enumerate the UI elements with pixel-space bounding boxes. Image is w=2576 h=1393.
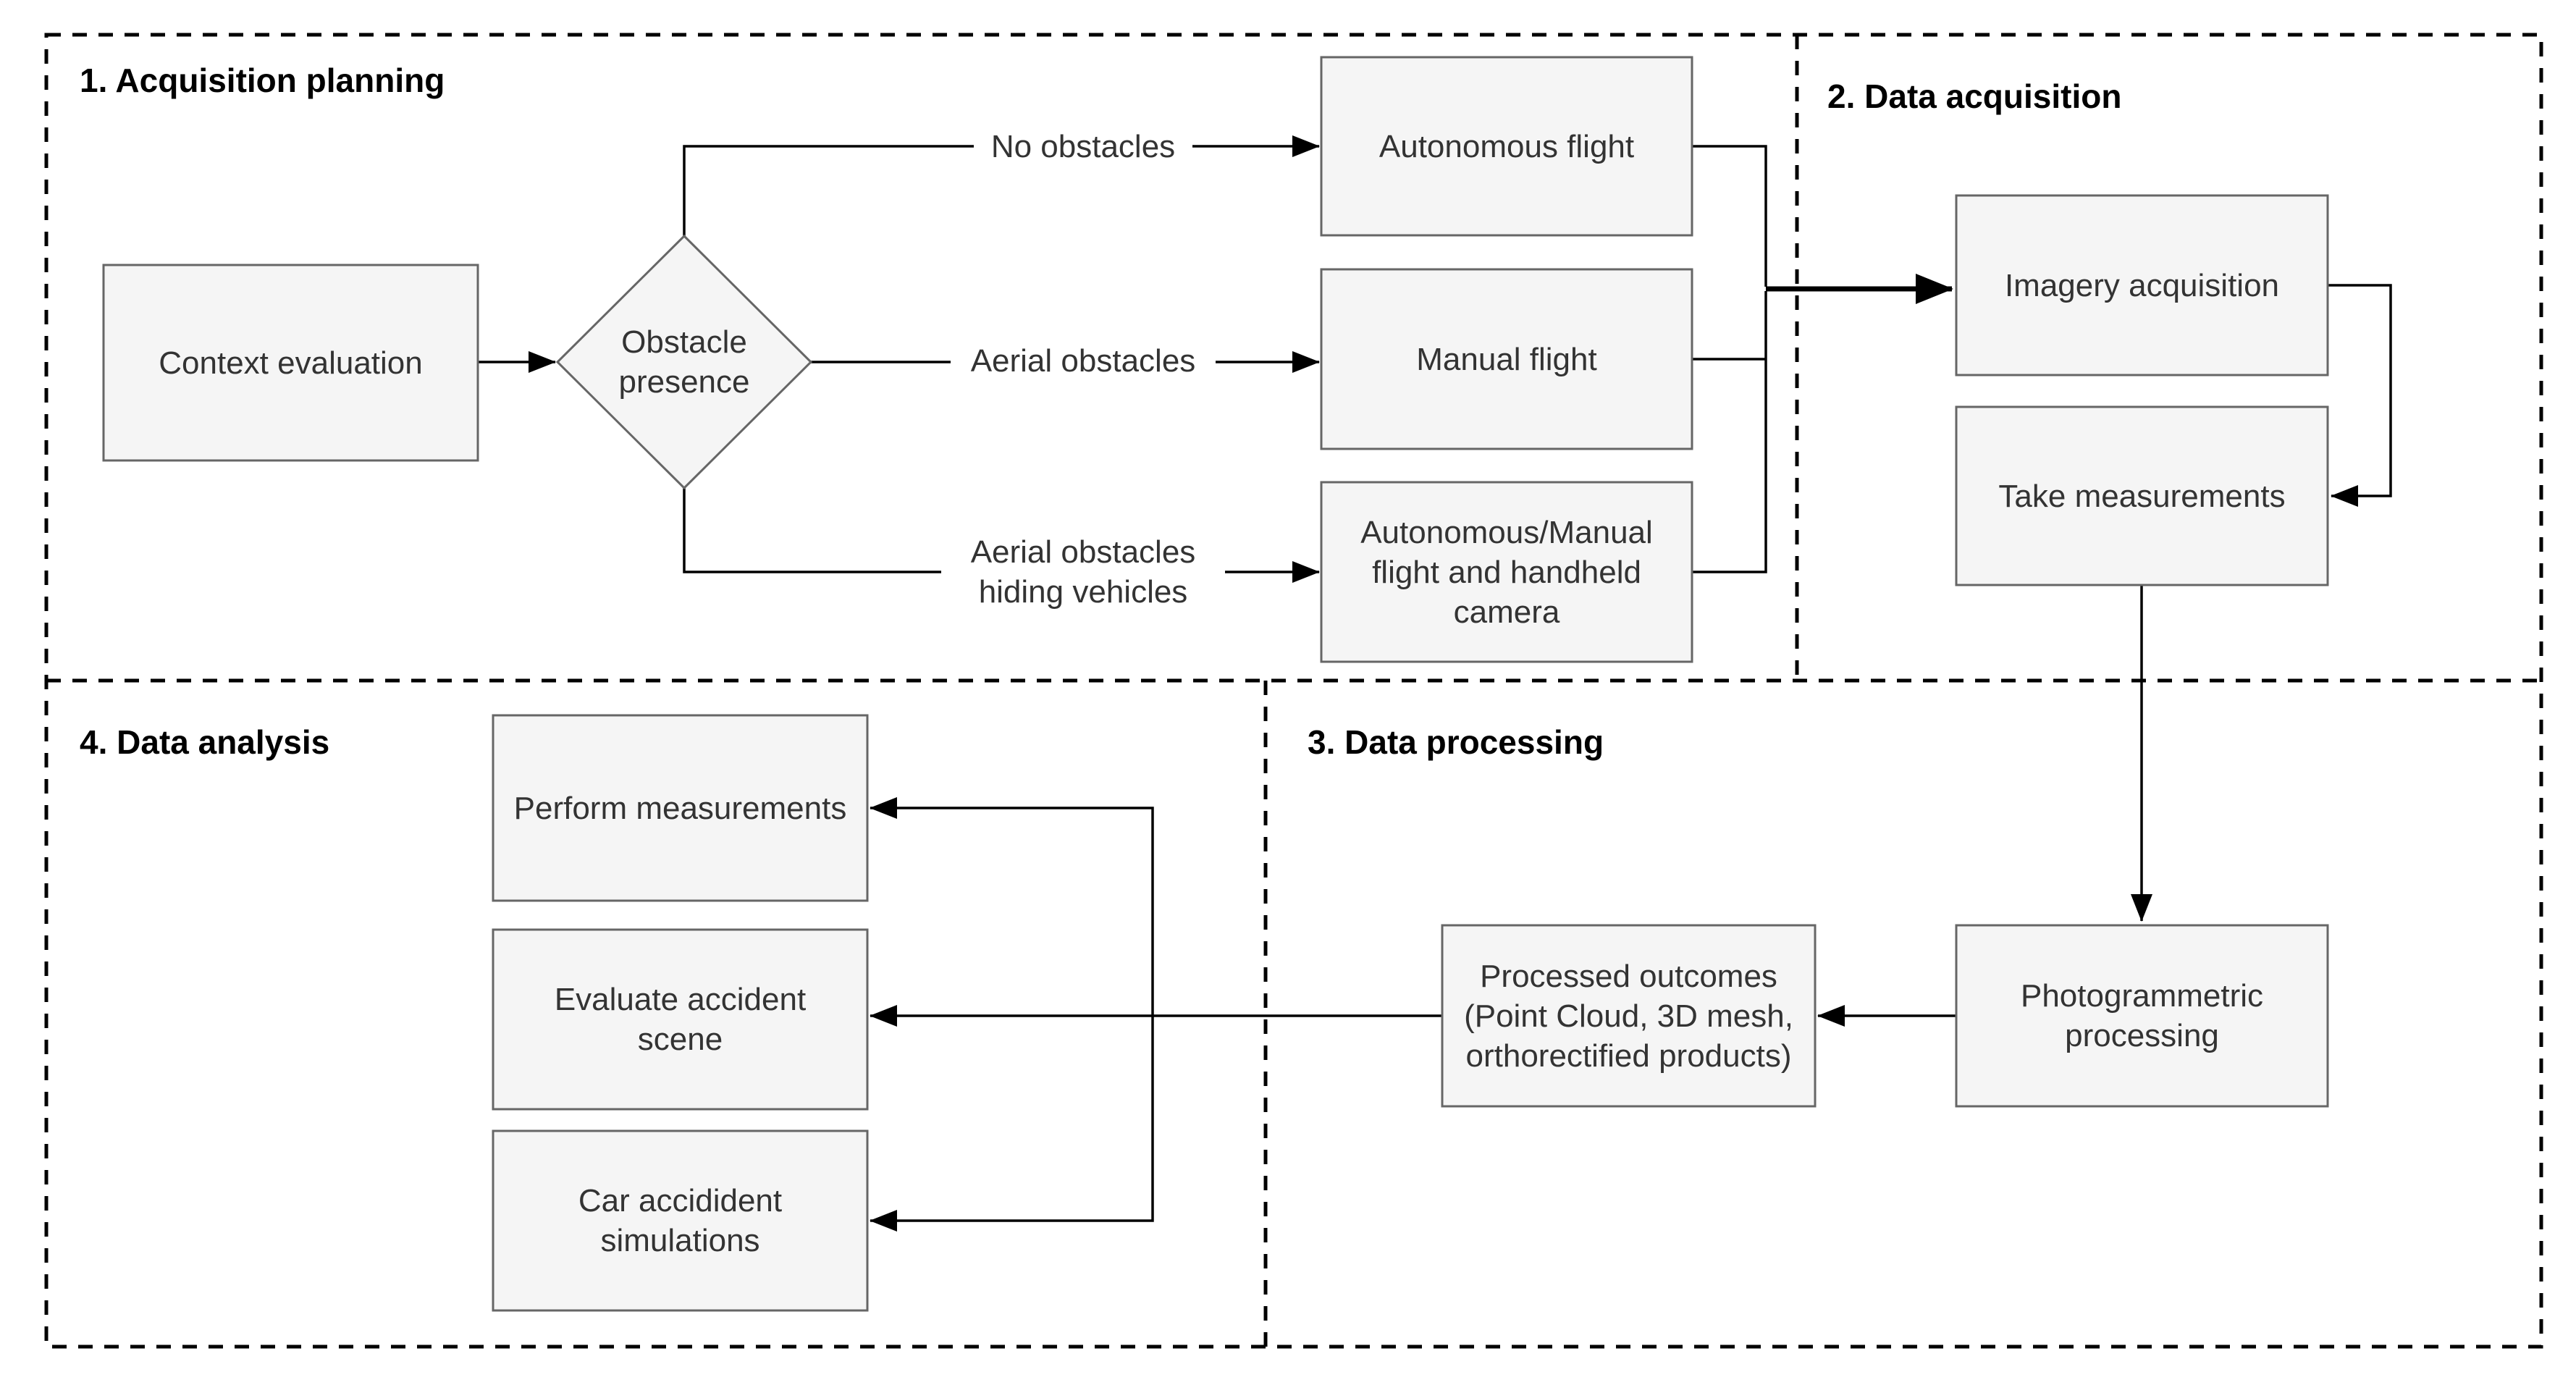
node-photogrammetric-processing-shape bbox=[1955, 924, 2329, 1108]
edge-outcomes-to-perform bbox=[870, 797, 1154, 1016]
edge-autonomous-manual-merge bbox=[1692, 291, 1767, 573]
frame-label-data-analysis: 4. Data analysis bbox=[80, 723, 330, 761]
edge-label-aerial-obstacles-hiding-vehicles: Aerial obstacles hiding vehicles bbox=[941, 526, 1225, 618]
node-label-processed-outcomes: Processed outcomes (Point Cloud, 3D mesh… bbox=[1464, 958, 1793, 1074]
node-imagery-acquisition-shape bbox=[1955, 194, 2329, 376]
frame-label-data-processing: 3. Data processing bbox=[1308, 723, 1604, 761]
node-label-take-measurements: Take measurements bbox=[1998, 478, 2286, 514]
node-car-accident-simulations-shape bbox=[492, 1129, 869, 1312]
node-manual-flight-shape bbox=[1320, 268, 1693, 450]
edge-outcomes-to-simulations bbox=[870, 1016, 1154, 1232]
node-label-autonomous-manual-flight: Autonomous/Manual flight and handheld ca… bbox=[1360, 514, 1653, 630]
node-take-measurements-shape bbox=[1955, 405, 2329, 586]
node-autonomous-flight-shape bbox=[1320, 56, 1693, 237]
outer-frame-border bbox=[44, 33, 2543, 1349]
edge-autonomous-merge bbox=[1692, 145, 1767, 287]
node-obstacle-presence-diamond bbox=[555, 234, 813, 490]
frame-label-acquisition-planning: 1. Acquisition planning bbox=[80, 62, 445, 99]
node-label-perform-measurements: Perform measurements bbox=[513, 790, 847, 826]
node-perform-measurements-shape bbox=[492, 714, 869, 902]
node-label-context-evaluation: Context evaluation bbox=[159, 345, 423, 381]
node-context-evaluation-shape bbox=[102, 264, 479, 462]
node-label-imagery-acquisition: Imagery acquisition bbox=[2004, 267, 2280, 303]
edge-label-aerial-obstacles: Aerial obstacles bbox=[951, 339, 1216, 382]
node-shapes bbox=[102, 56, 2329, 1312]
node-label-manual-flight: Manual flight bbox=[1416, 341, 1597, 377]
node-label-car-accident-simulations: Car accidident simulations bbox=[578, 1183, 783, 1258]
frame-borders bbox=[44, 33, 2543, 1349]
node-label-photogrammetric-processing: Photogrammetric processing bbox=[2020, 978, 2263, 1053]
edge-imagery-to-measurements bbox=[2328, 284, 2392, 507]
node-autonomous-manual-flight-shape bbox=[1320, 481, 1693, 663]
node-label-obstacle-presence: Obstacle presence bbox=[618, 324, 750, 400]
frame-label-data-acquisition: 2. Data acquisition bbox=[1827, 77, 2122, 115]
node-label-evaluate-accident-scene: Evaluate accident scene bbox=[554, 982, 807, 1057]
node-processed-outcomes-shape bbox=[1441, 924, 1817, 1108]
node-evaluate-accident-scene-shape bbox=[492, 928, 869, 1111]
edge-label-no-obstacles: No obstacles bbox=[974, 125, 1192, 168]
node-label-autonomous-flight: Autonomous flight bbox=[1379, 128, 1635, 164]
